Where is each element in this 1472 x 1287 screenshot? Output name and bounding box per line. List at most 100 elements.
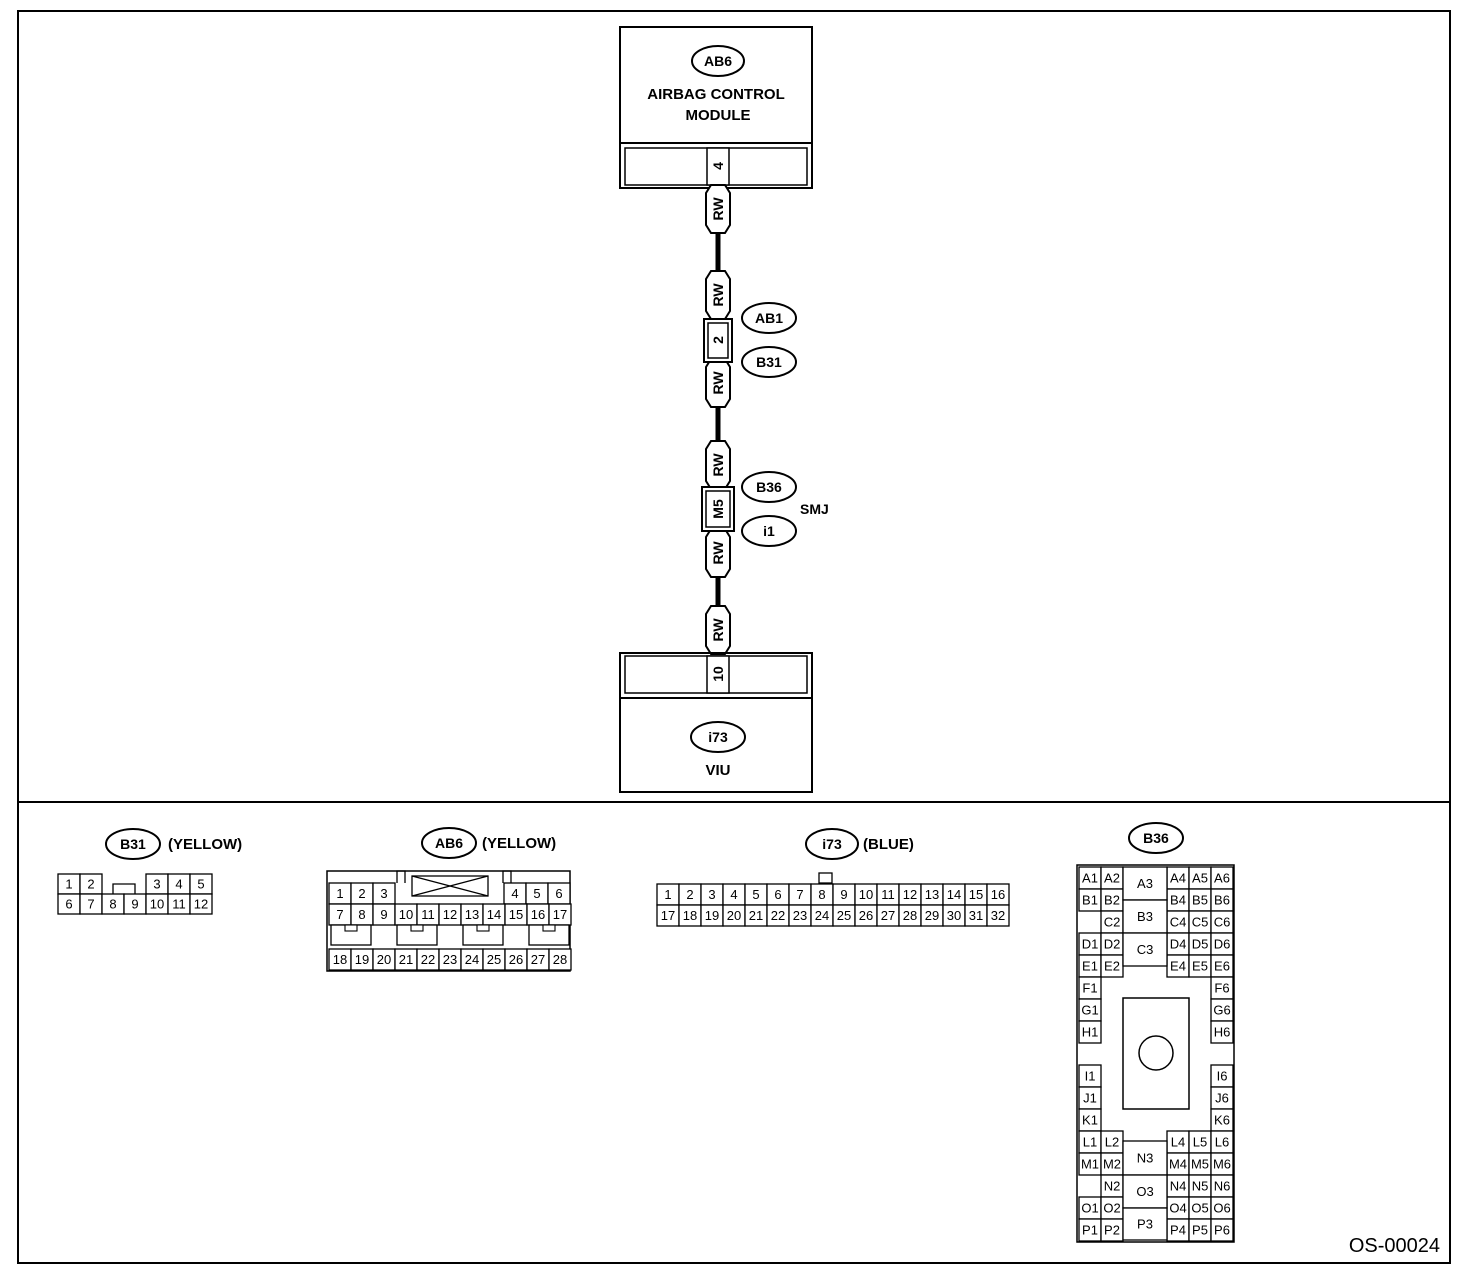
ab6-pin-19-label: 19: [355, 952, 369, 967]
b36-pin-H1-label: H1: [1082, 1025, 1099, 1040]
ab6-pin-26-label: 26: [509, 952, 523, 967]
b31-pin-10-label: 10: [150, 897, 164, 912]
b36-pin-B5-label: B5: [1192, 893, 1208, 908]
i73-pin-8-label: 8: [818, 887, 825, 902]
ab6-latch: [396, 870, 406, 883]
figure-id: OS-00024: [1349, 1235, 1440, 1257]
b36-pin-D6-label: D6: [1214, 937, 1231, 952]
ab6-pin-25-label: 25: [487, 952, 501, 967]
i73-pin-21-label: 21: [749, 908, 763, 923]
b36-pin-D4-label: D4: [1170, 937, 1187, 952]
smj-label: SMJ: [800, 501, 829, 517]
wire-label-6: RW: [705, 605, 731, 655]
b36-pin-P6-cell: [1210, 1218, 1234, 1242]
b36-pin-G1-label: G1: [1081, 1003, 1098, 1018]
i73-pin-32-cell: [986, 904, 1010, 927]
i73-pin-5-label: 5: [752, 887, 759, 902]
i73-pin-11-label: 11: [881, 887, 895, 902]
airbag-control-module: AB6 AIRBAG CONTROL MODULE 4: [619, 26, 813, 189]
b36-pin-L1-label: L1: [1083, 1135, 1097, 1150]
i73-pin-24-label: 24: [815, 908, 829, 923]
ab6-module-tag: AB6: [704, 53, 732, 69]
i73-pin-2-label: 2: [686, 887, 693, 902]
b36-pin-P3-label: P3: [1137, 1217, 1153, 1232]
b36-pin-H6-label: H6: [1214, 1025, 1231, 1040]
ab6-pin-23-label: 23: [443, 952, 457, 967]
b36-pin-A2-label: A2: [1104, 871, 1120, 886]
b36-pin-A4-label: A4: [1170, 871, 1186, 886]
ab6-pin-12-label: 12: [443, 907, 457, 922]
i73-connector-tag: i73: [822, 836, 842, 852]
b36-pin-C3-cell: [1122, 932, 1168, 967]
b36-pin-P5-label: P5: [1192, 1223, 1208, 1238]
b36-pin-M4-label: M4: [1169, 1157, 1187, 1172]
b36-pin-L4-label: L4: [1171, 1135, 1185, 1150]
i73-pin-23-label: 23: [793, 908, 807, 923]
b36-pin-C3-label: C3: [1137, 942, 1154, 957]
i73-pin-26-label: 26: [859, 908, 873, 923]
b36-pin-N4-label: N4: [1170, 1179, 1187, 1194]
b36-pin-M5-label: M5: [1191, 1157, 1209, 1172]
b36-pin-M6-label: M6: [1213, 1157, 1231, 1172]
ab6-pin-label: 4: [710, 162, 726, 170]
b36-pin-H6-cell: [1210, 1020, 1234, 1044]
b36-tag: B36: [756, 479, 782, 495]
i73-pin-7-label: 7: [796, 887, 803, 902]
i73-pin-30-label: 30: [947, 908, 961, 923]
b36-pin-E4-label: E4: [1170, 959, 1186, 974]
b36-pin-I1-label: I1: [1085, 1069, 1096, 1084]
ab6-pin-2-label: 2: [358, 886, 365, 901]
b36-pin-P4-label: P4: [1170, 1223, 1186, 1238]
ab6-pin-8-label: 8: [358, 907, 365, 922]
i73-pin-20-label: 20: [727, 908, 741, 923]
ab6-pin-18-label: 18: [333, 952, 347, 967]
ab6-pin-28-label: 28: [553, 952, 567, 967]
i1-tag: i1: [763, 523, 775, 539]
b36-pin-F6-label: F6: [1214, 981, 1229, 996]
b36-pin-M2-label: M2: [1103, 1157, 1121, 1172]
i73-pin-32-label: 32: [991, 908, 1005, 923]
i73-pin-31-label: 31: [969, 908, 983, 923]
b36-pin-L6-label: L6: [1215, 1135, 1229, 1150]
b36-pin-N3-label: N3: [1137, 1151, 1154, 1166]
junction-ab1-b31: 2 AB1 B31: [703, 302, 797, 378]
b36-pin-D5-label: D5: [1192, 937, 1209, 952]
b31-key-notch: [112, 883, 136, 894]
b36-pin-N2-label: N2: [1104, 1179, 1121, 1194]
i73-pin-14-label: 14: [947, 887, 961, 902]
b36-pin-G6-label: G6: [1213, 1003, 1230, 1018]
b36-pin-H1-cell: [1078, 1020, 1102, 1044]
b36-pin-I6-label: I6: [1217, 1069, 1228, 1084]
b36-bolt-hole: [1138, 1035, 1174, 1071]
b36-pin-N6-label: N6: [1214, 1179, 1231, 1194]
ab1-tag: AB1: [755, 310, 783, 326]
viu-pin-label: 10: [710, 666, 726, 682]
i73-pin-19-label: 19: [705, 908, 719, 923]
b36-pin-J6-label: J6: [1215, 1091, 1229, 1106]
b36-pin-B3-cell: [1122, 899, 1168, 934]
ab6-pin-13-label: 13: [465, 907, 479, 922]
ab6-pin-27-label: 27: [531, 952, 545, 967]
b36-pin-O5-label: O5: [1191, 1201, 1208, 1216]
i73-pin-29-label: 29: [925, 908, 939, 923]
b36-pin-J1-label: J1: [1083, 1091, 1097, 1106]
b36-pin-P2-label: P2: [1104, 1223, 1120, 1238]
b31-pin-8-label: 8: [109, 897, 116, 912]
junction2-pin: M5: [710, 499, 726, 519]
b36-pin-O3-label: O3: [1136, 1184, 1153, 1199]
b31-tag: B31: [756, 354, 782, 370]
i73-pin-28-label: 28: [903, 908, 917, 923]
wire-label-2: RW: [705, 270, 731, 320]
ab6-connector-tag: AB6: [435, 835, 463, 851]
b36-pin-C5-label: C5: [1192, 915, 1209, 930]
viu-module: 10 i73 VIU: [619, 652, 813, 793]
b31-connector-color: (YELLOW): [168, 836, 242, 853]
ab6-pin-9-label: 9: [380, 907, 387, 922]
i73-pin-10-label: 10: [859, 887, 873, 902]
